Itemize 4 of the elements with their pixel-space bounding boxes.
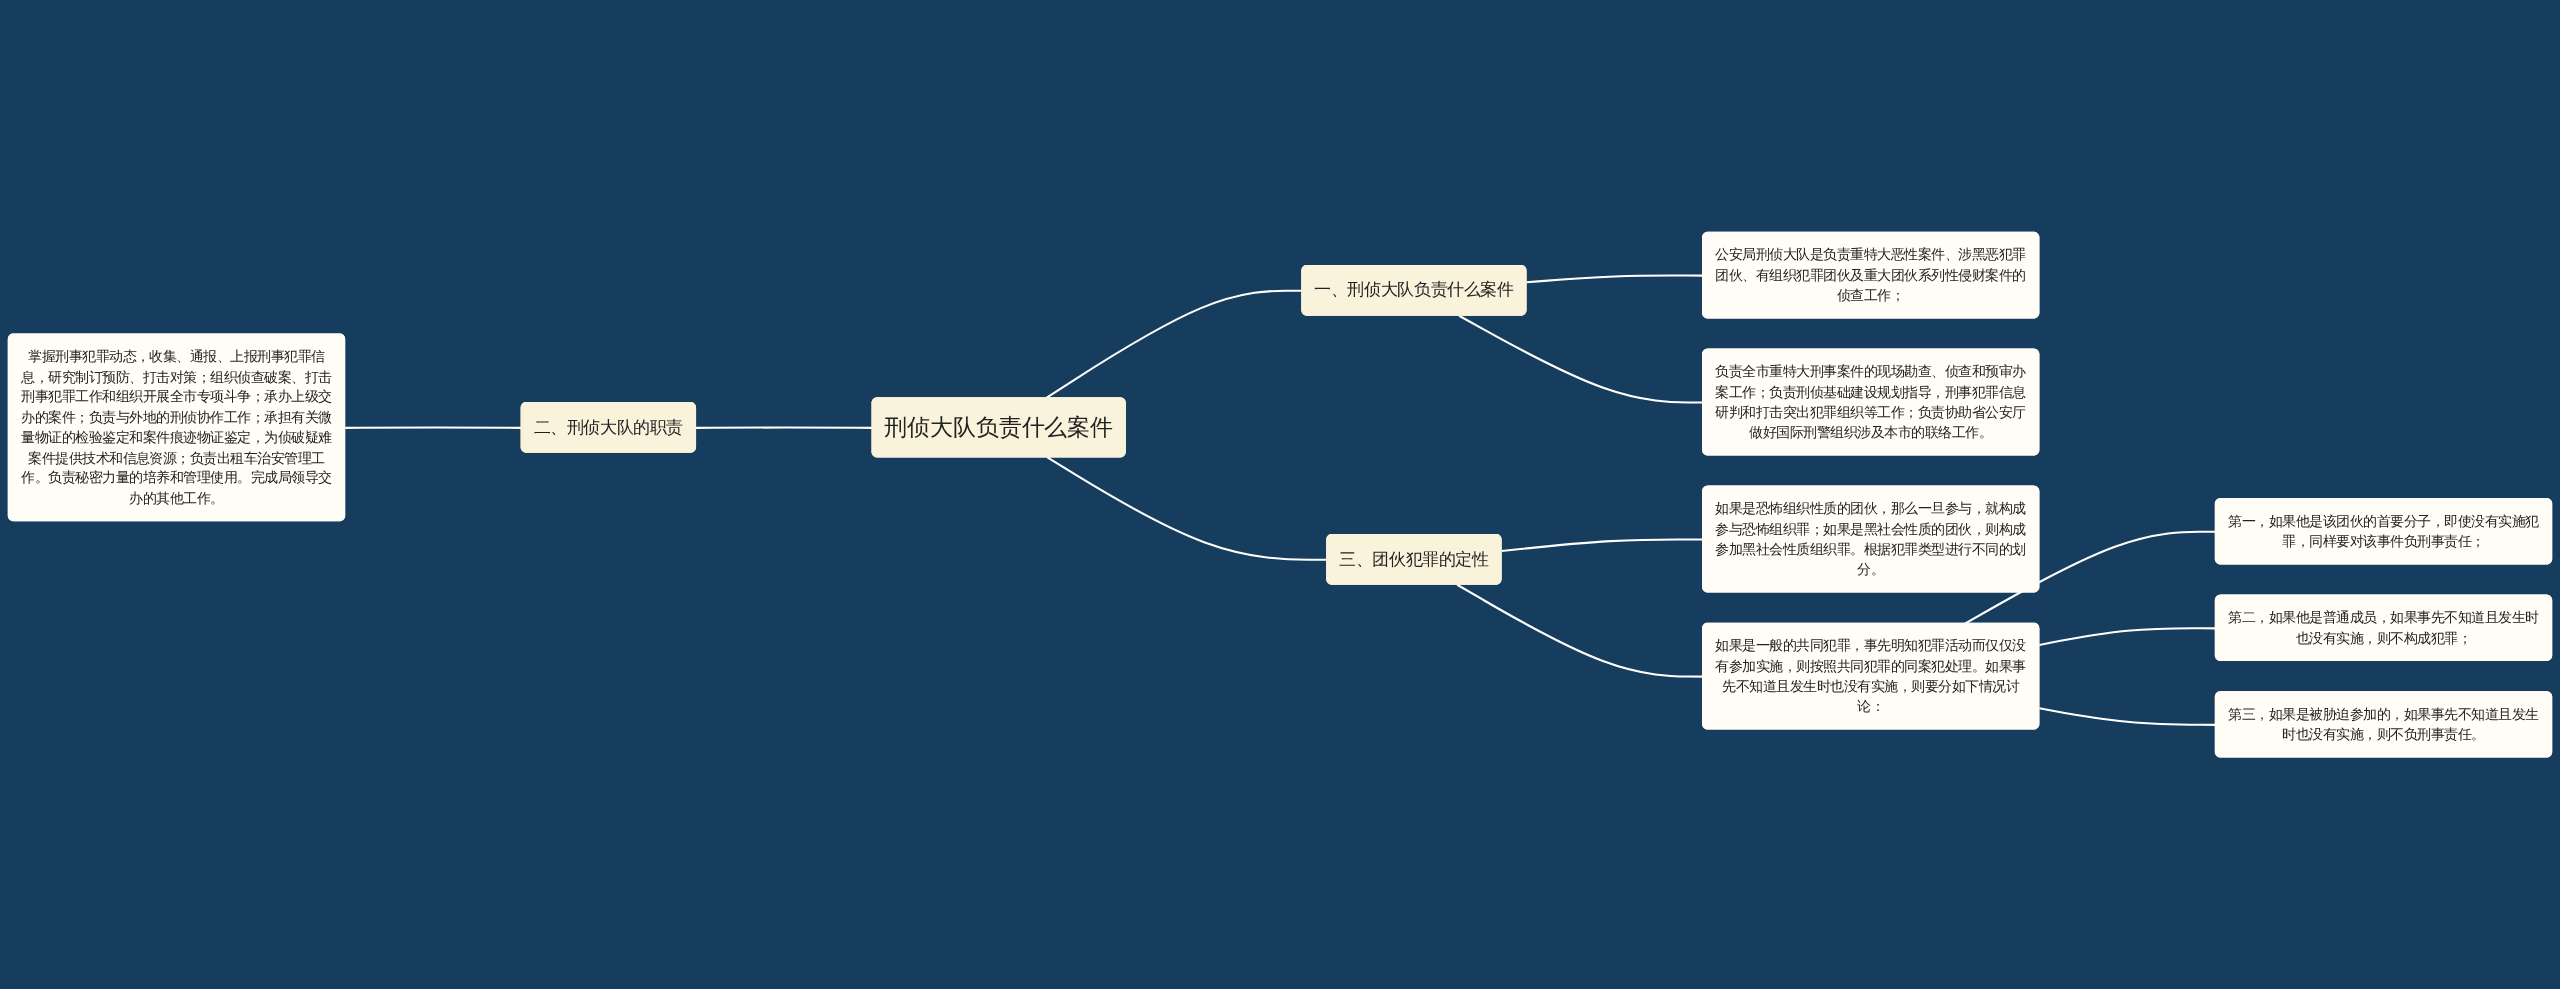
connector: [696, 426, 873, 429]
connector: [2039, 627, 2216, 646]
connector: [2039, 707, 2216, 726]
connector: [345, 426, 522, 429]
